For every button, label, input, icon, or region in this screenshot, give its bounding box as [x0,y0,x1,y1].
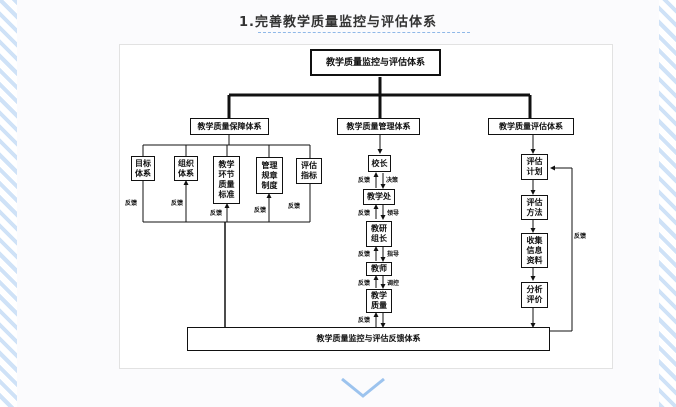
guarantee-item-organization: 组织 体系 [174,156,198,181]
evaluation-item-method: 评估 方法 [521,195,548,220]
lead-label: 领导 [387,210,400,217]
page-title: 1.完善教学质量监控与评估体系 [239,15,437,30]
root-node: 教学质量监控与评估体系 [310,49,441,76]
management-item-teacher: 教师 [366,262,392,276]
chevron-down-icon[interactable] [340,377,386,399]
guarantee-item-regulations: 管理 规章 制度 [256,157,283,194]
evaluation-system-node: 教学质量评估体系 [488,118,574,135]
title-underline [258,32,470,33]
guarantee-item-goal: 目标 体系 [131,156,155,181]
feedback-label-m2: 反馈 [358,210,371,217]
guarantee-item-indicators: 评估 指标 [296,158,322,184]
feedback-label-m5: 反馈 [358,317,371,324]
regulate-label: 调控 [387,280,400,287]
feedback-label-4: 反馈 [254,207,267,214]
evaluation-item-collect-info: 收集 信息 资料 [521,233,548,268]
feedback-label-2: 反馈 [171,200,184,207]
guarantee-system-node: 教学质量保障体系 [190,118,269,135]
feedback-label-5: 反馈 [288,203,301,210]
evaluation-item-analysis: 分析 评价 [521,282,548,308]
feedback-system-node: 教学质量监控与评估反馈体系 [187,327,550,351]
feedback-label-m4: 反馈 [358,280,371,287]
management-item-principal: 校长 [368,155,391,172]
feedback-label-m1: 反馈 [358,177,371,184]
guarantee-item-quality-standard: 教学 环节 质量 标准 [213,156,240,204]
management-system-node: 教学质量管理体系 [337,118,420,135]
guide-label: 指导 [387,251,400,258]
management-item-teaching-quality: 教学 质量 [366,289,392,313]
evaluation-item-plan: 评估 计划 [521,154,548,180]
feedback-label-3: 反馈 [210,210,223,217]
feedback-label-1: 反馈 [125,200,138,207]
management-item-group-leader: 教研 组长 [366,221,392,247]
feedback-label-loop: 反馈 [574,233,587,240]
feedback-label-m3: 反馈 [358,251,371,258]
management-item-teaching-office: 教学处 [363,189,395,205]
decision-label: 决策 [386,177,399,184]
